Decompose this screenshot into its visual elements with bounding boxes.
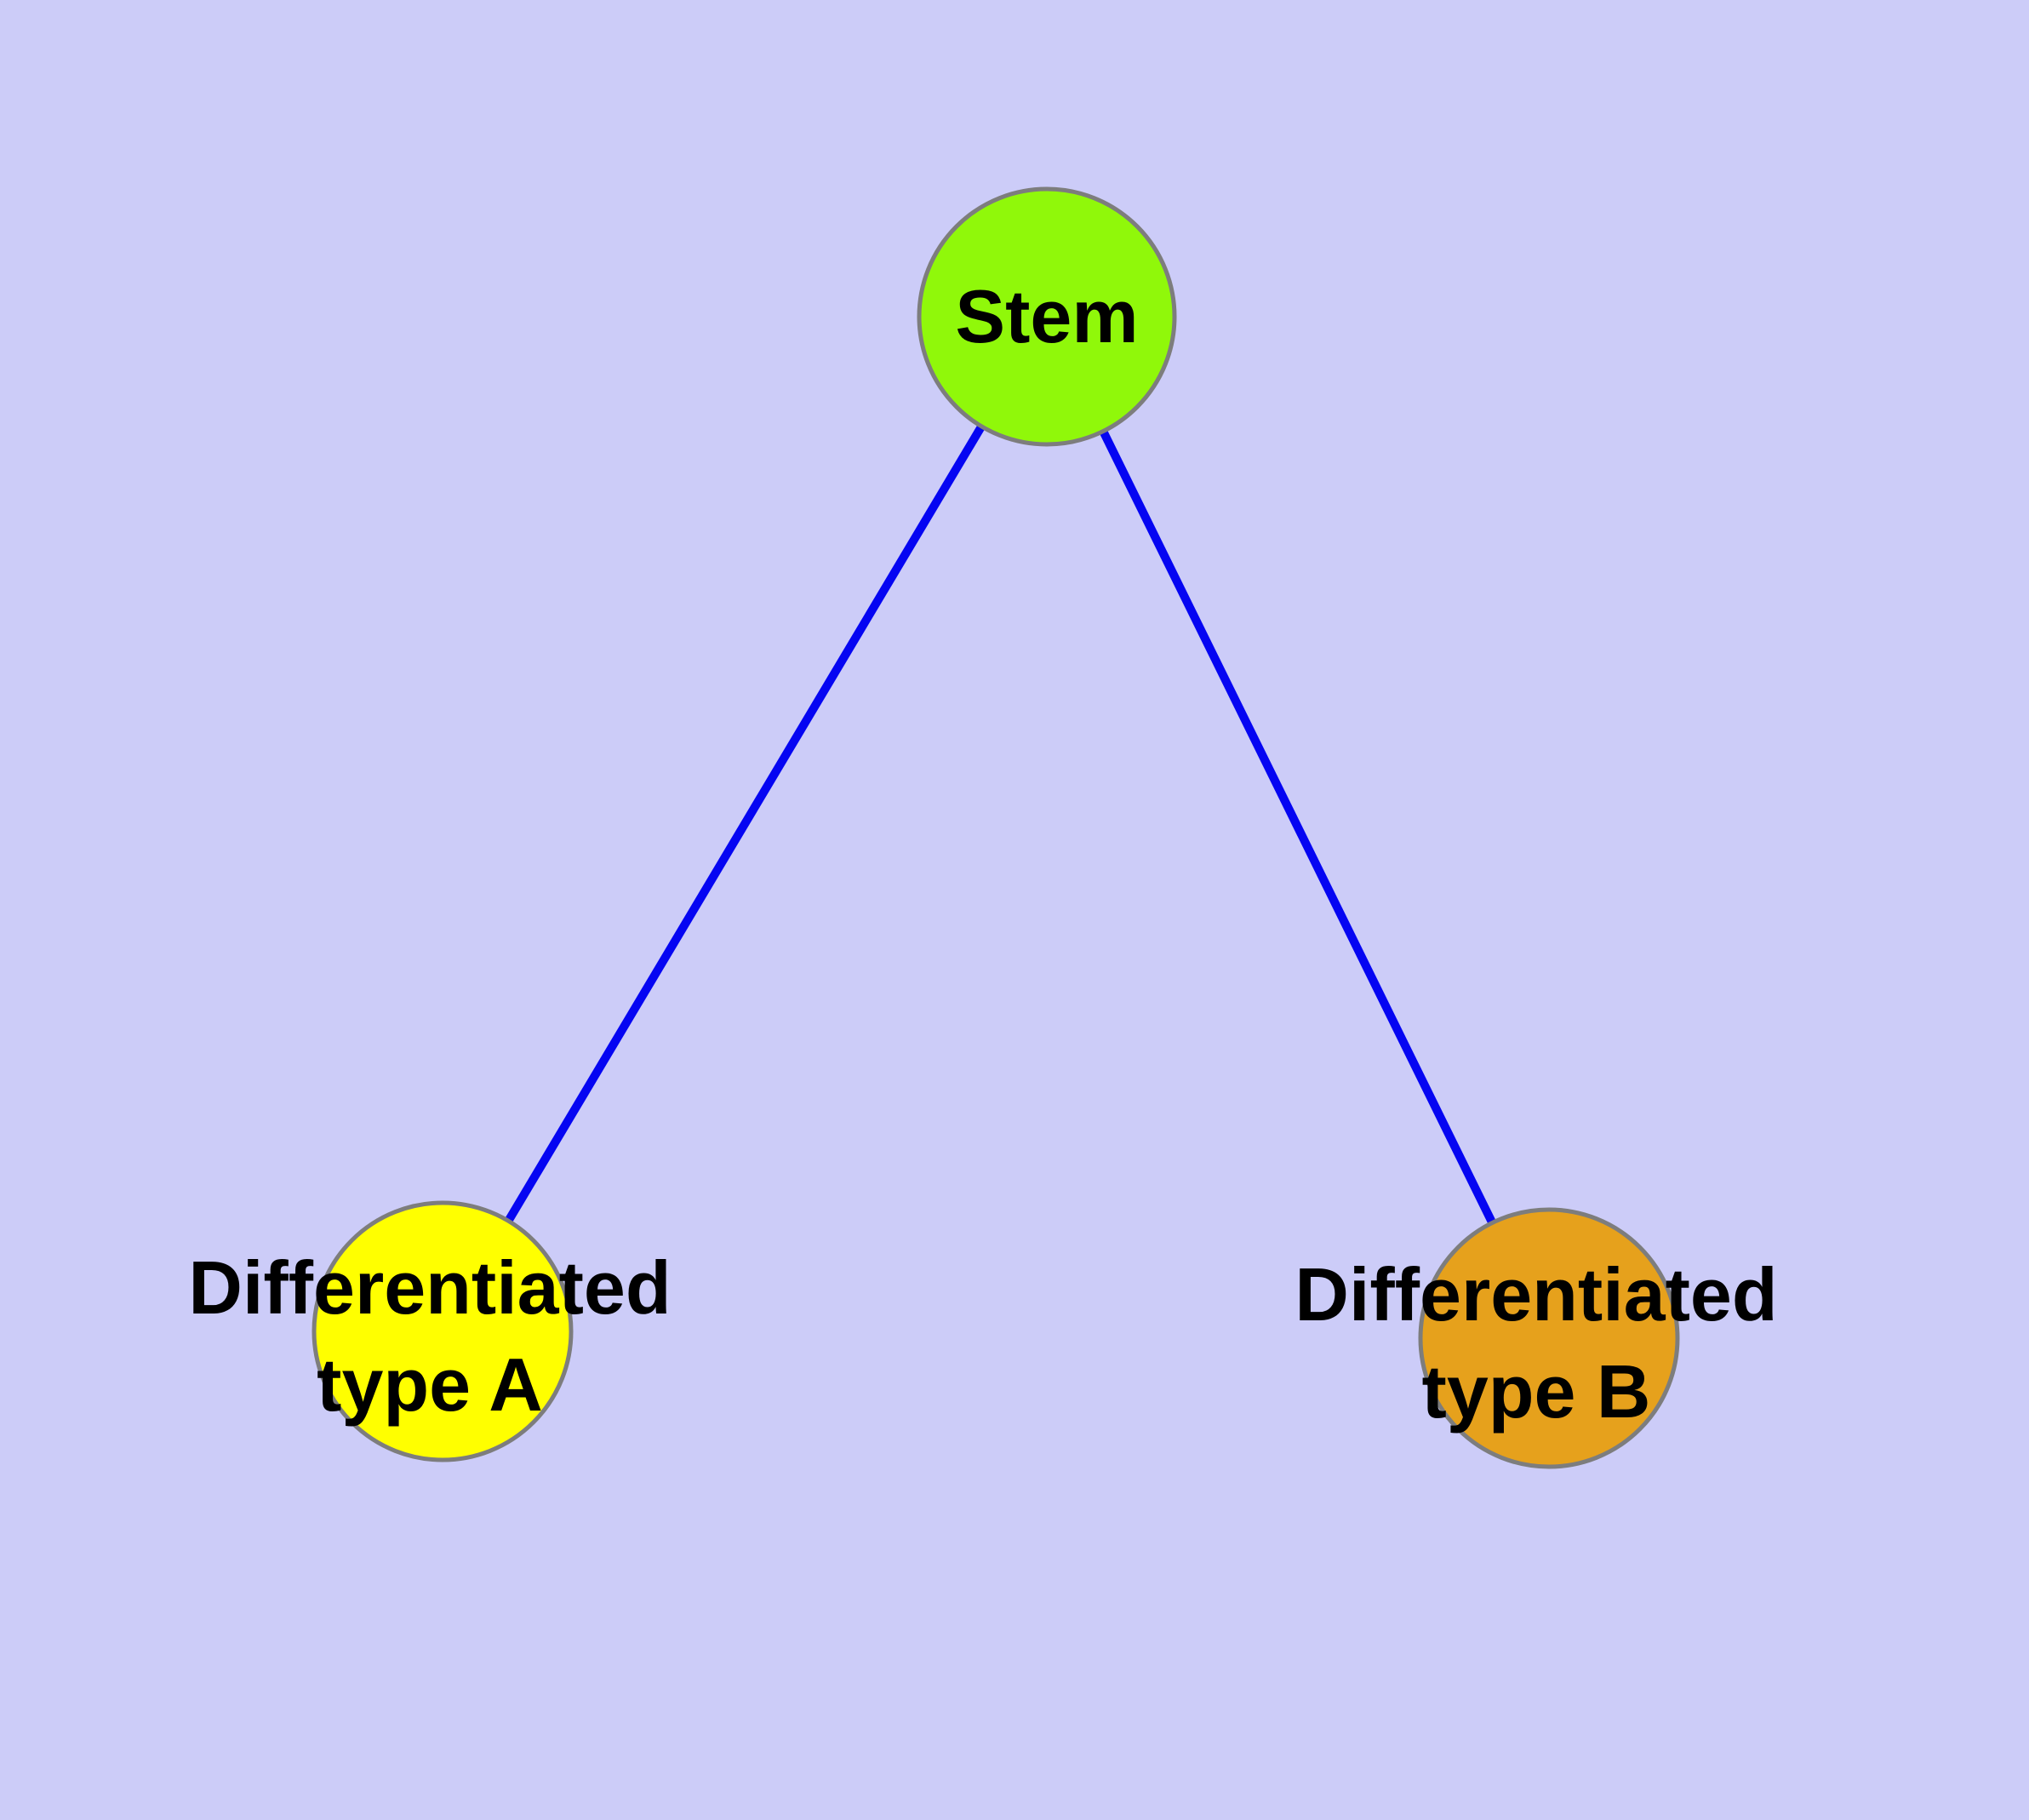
edge-stem-to-type-b-line: [1043, 314, 1553, 1341]
node-differentiated-type-b-label-line2: type B: [1421, 1349, 1651, 1434]
node-stem-circle: [917, 186, 1177, 447]
edge-stem-to-type-a-line: [438, 314, 1051, 1334]
node-differentiated-type-b-label-line1: Differentiated: [1295, 1252, 1778, 1336]
node-differentiated-type-a-label-line2: type A: [317, 1342, 543, 1427]
node-differentiated-type-a-label-line1: Differentiated: [188, 1245, 672, 1330]
node-differentiated-type-a-label: Differentiated type A: [188, 1239, 671, 1434]
node-differentiated-type-b-label: Differentiated type B: [1295, 1246, 1777, 1440]
node-differentiated-type-b-circle: [1418, 1207, 1680, 1469]
node-stem-label: Stem: [955, 274, 1139, 358]
node-differentiated-type-a-circle: [311, 1200, 574, 1462]
